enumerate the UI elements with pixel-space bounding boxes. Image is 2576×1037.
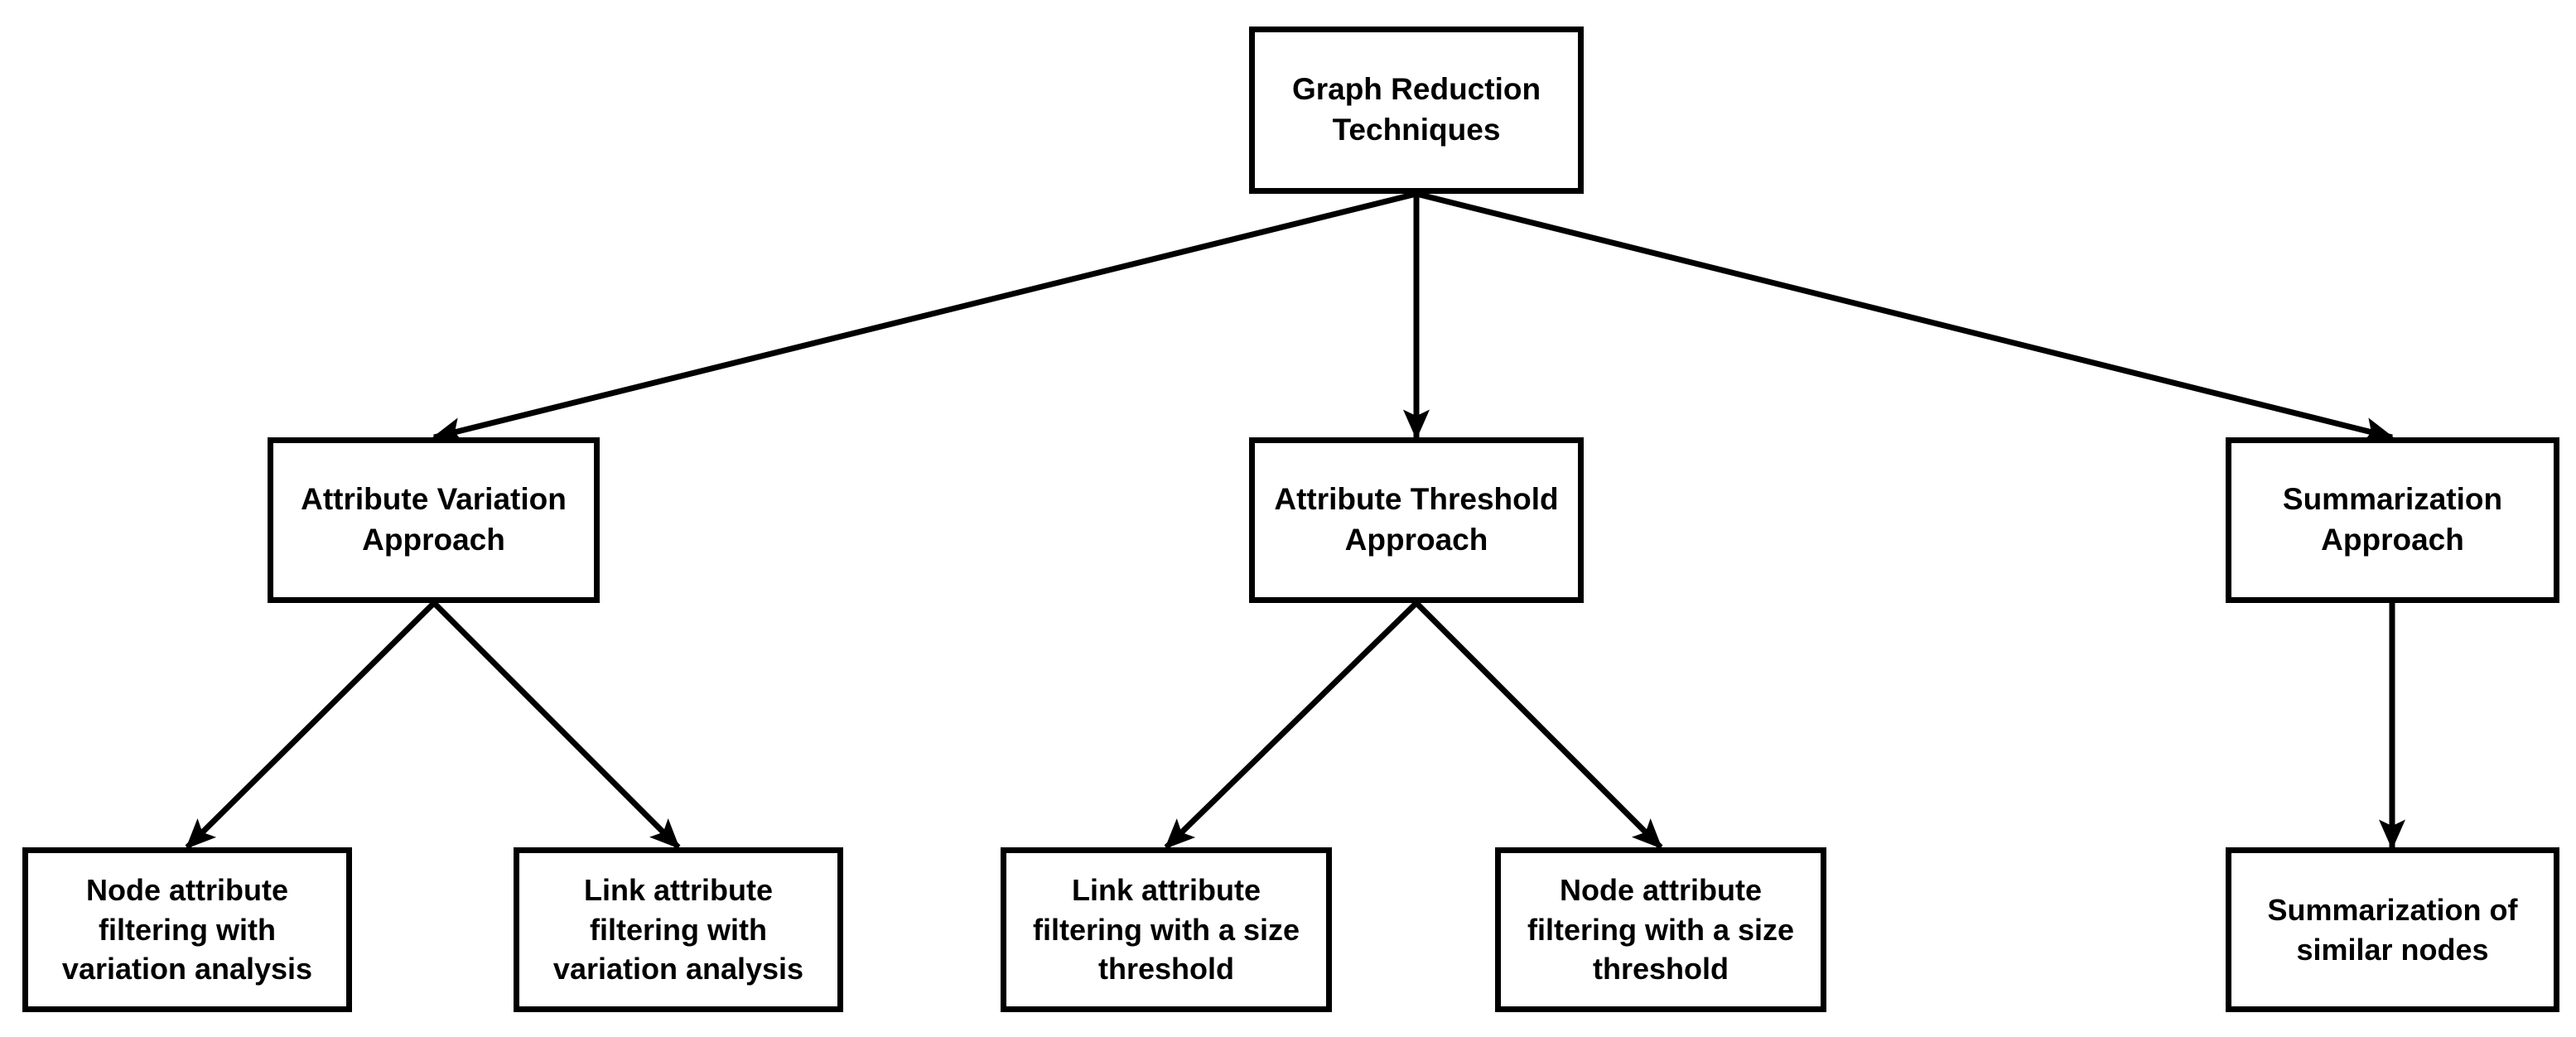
node-summarization-of-similar-nodes[interactable]: Summarization of similar nodes xyxy=(2226,847,2559,1012)
node-label-node-attribute-filtering-variation-analysis: Node attribute filtering with variation … xyxy=(61,873,313,986)
node-node-attribute-filtering-variation-analysis[interactable]: Node attribute filtering with variation … xyxy=(22,847,352,1012)
node-label-summarization-of-similar-nodes: Summarization of similar nodes xyxy=(2267,892,2518,967)
edge-root-to-summarization xyxy=(1416,191,2395,444)
node-label-attribute-variation-approach: Attribute Variation Approach xyxy=(301,482,567,557)
node-label-link-attribute-filtering-size-threshold: Link attribute filtering with a size thr… xyxy=(1032,873,1300,986)
edge-group xyxy=(185,191,2406,850)
node-label-link-attribute-filtering-variation-analysis: Link attribute filtering with variation … xyxy=(552,873,804,986)
node-graph-reduction-techniques[interactable]: Graph Reduction Techniques xyxy=(1249,27,1584,194)
node-link-attribute-filtering-size-threshold[interactable]: Link attribute filtering with a size thr… xyxy=(1001,847,1332,1012)
node-link-attribute-filtering-variation-analysis[interactable]: Link attribute filtering with variation … xyxy=(514,847,843,1012)
node-attribute-variation-approach[interactable]: Attribute Variation Approach xyxy=(268,437,600,603)
edge-attr-variation-to-node-attr-variation xyxy=(185,600,437,850)
node-label-node-attribute-filtering-size-threshold: Node attribute filtering with a size thr… xyxy=(1527,873,1795,986)
node-label-summarization-approach: Summarization Approach xyxy=(2282,482,2503,557)
edge-attr-threshold-to-link-attr-threshold xyxy=(1164,600,1419,850)
edge-attr-variation-to-link-attr-variation xyxy=(432,600,681,850)
node-attribute-threshold-approach[interactable]: Attribute Threshold Approach xyxy=(1249,437,1584,603)
edge-root-to-attr-variation xyxy=(432,191,1417,444)
node-summarization-approach[interactable]: Summarization Approach xyxy=(2226,437,2559,603)
node-label-attribute-threshold-approach: Attribute Threshold Approach xyxy=(1274,482,1559,557)
node-label-root: Graph Reduction Techniques xyxy=(1291,72,1541,147)
node-node-attribute-filtering-size-threshold[interactable]: Node attribute filtering with a size thr… xyxy=(1495,847,1826,1012)
edge-attr-threshold-to-node-attr-threshold xyxy=(1414,600,1663,850)
